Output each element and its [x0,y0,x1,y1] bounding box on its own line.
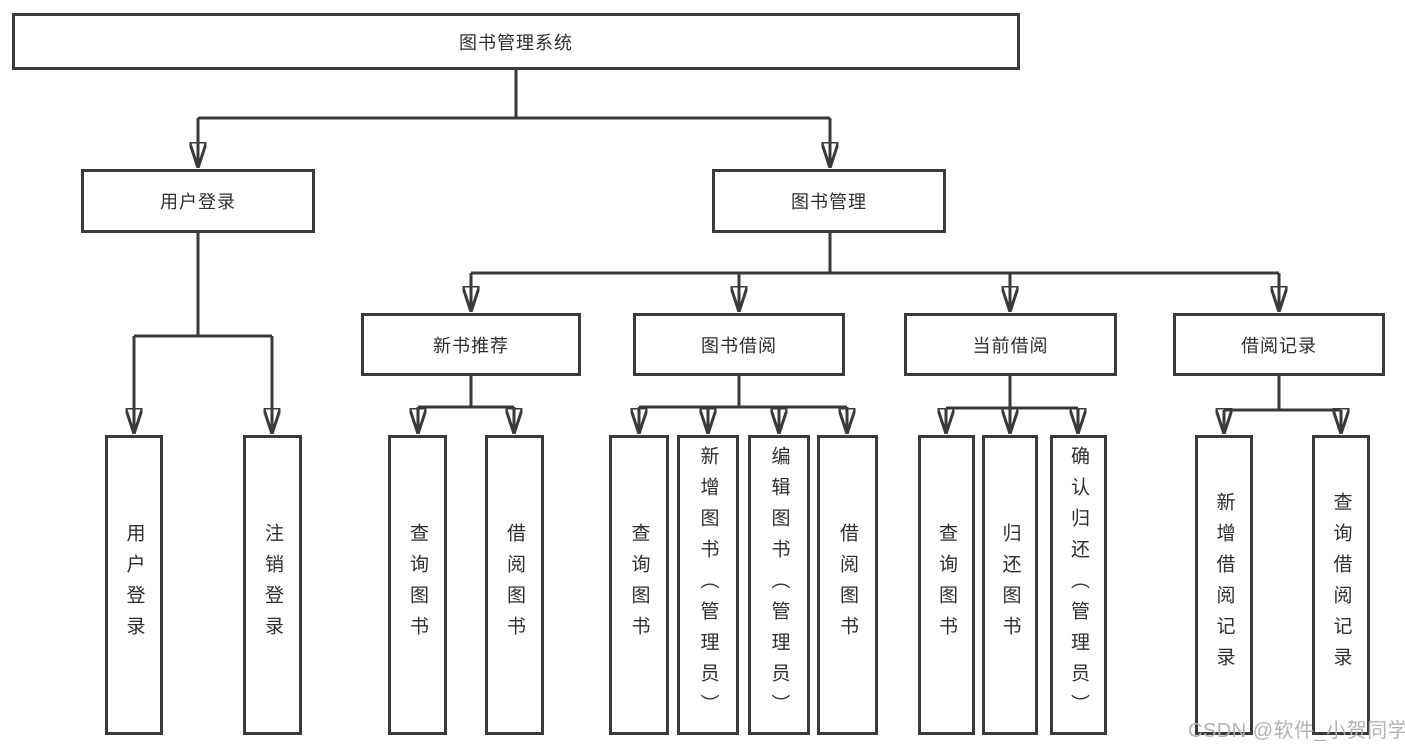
leaf-query-books-current: 查询图书 [918,435,975,735]
node-current-borrowing: 当前借阅 [904,313,1117,376]
node-label: 用户登录 [123,523,145,647]
node-label: 查询图书 [407,523,428,647]
node-label: 查询图书 [628,523,650,647]
node-book-borrowing: 图书借阅 [633,313,845,376]
node-label: 图书管理 [791,192,867,212]
node-borrowing-records: 借阅记录 [1173,313,1385,376]
node-label: 借阅记录 [1241,335,1317,356]
node-label: 图书借阅 [701,335,777,356]
node-user-login: 用户登录 [81,169,315,233]
node-label: 确认归还（管理员） [1068,445,1089,725]
leaf-logout: 注销登录 [243,435,302,735]
node-label: 注销登录 [262,523,283,647]
leaf-confirm-return-admin: 确认归还（管理员） [1050,435,1107,735]
watermark: CSDN @软件_小贺同学 [1188,720,1405,742]
leaf-edit-books-admin: 编辑图书（管理员） [748,435,810,735]
node-label: 新书推荐 [433,335,509,356]
node-book-management: 图书管理 [712,169,946,233]
leaf-query-books-recommend: 查询图书 [388,435,447,735]
node-label: 新增借阅记录 [1213,492,1235,678]
node-label: 查询图书 [936,523,957,647]
leaf-add-borrow-record: 新增借阅记录 [1195,435,1253,735]
node-label: 新增图书（管理员） [697,445,719,725]
node-label: 图书管理系统 [459,32,573,53]
node-label: 查询借阅记录 [1330,492,1352,678]
leaf-add-books-admin: 新增图书（管理员） [677,435,739,735]
leaf-return-books: 归还图书 [982,435,1038,735]
node-library-management-system: 图书管理系统 [12,13,1020,70]
leaf-query-books-borrow: 查询图书 [609,435,669,735]
leaf-borrow-books: 借阅图书 [817,435,878,735]
node-label: 用户登录 [160,192,236,212]
leaf-user-login: 用户登录 [105,435,163,735]
leaf-borrow-books-recommend: 借阅图书 [485,435,544,735]
leaf-query-borrow-record: 查询借阅记录 [1312,435,1370,735]
node-new-book-recommend: 新书推荐 [361,313,581,376]
node-label: 借阅图书 [837,523,858,647]
node-label: 归还图书 [999,523,1021,647]
node-label: 编辑图书（管理员） [768,445,790,725]
node-label: 当前借阅 [972,335,1049,356]
node-label: 借阅图书 [504,523,525,647]
